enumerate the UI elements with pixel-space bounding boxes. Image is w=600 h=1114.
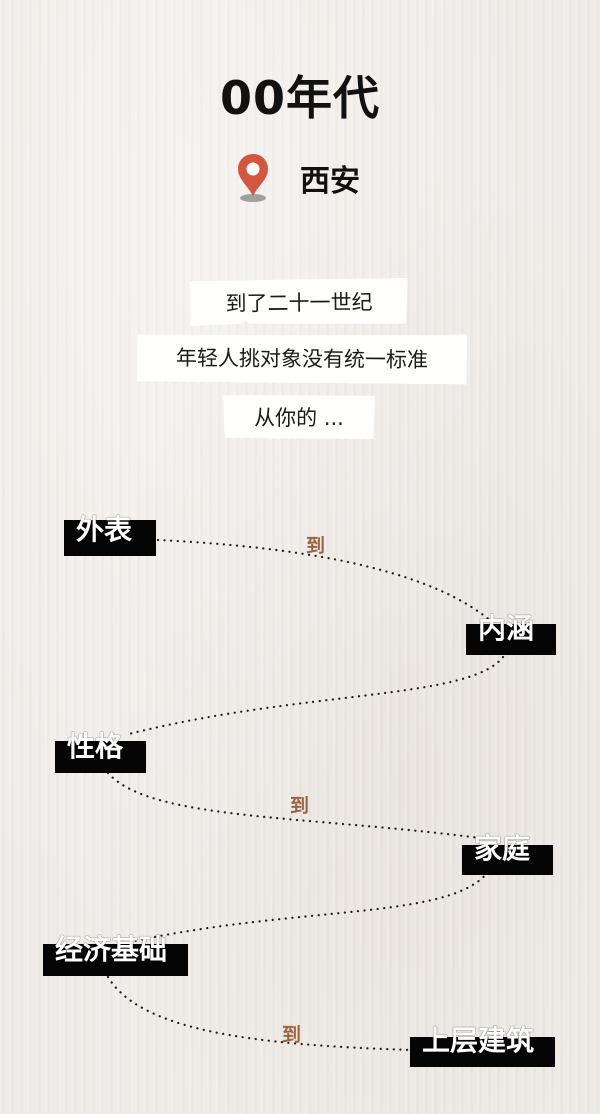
intro-line: 从你的 ...	[254, 406, 344, 430]
connector-label: 到	[282, 1024, 302, 1046]
page-title: 00年代	[219, 71, 380, 125]
step-tag-inner-quality: 内涵	[466, 615, 556, 655]
step-tag-appearance: 外表	[64, 516, 156, 556]
location-row: 西安	[236, 152, 360, 204]
step-tag-personality: 性格	[55, 733, 146, 773]
step-tag-economic-base: 经济基础	[43, 936, 188, 976]
intro-strip-3: 从你的 ...	[223, 395, 375, 439]
step-tag-family: 家庭	[462, 835, 553, 875]
connector-label: 到	[290, 795, 310, 817]
location-label: 西安	[300, 164, 360, 199]
map-pin-icon	[236, 152, 270, 204]
connector-label: 到	[306, 535, 326, 557]
step-tag-superstructure: 上层建筑	[410, 1027, 555, 1067]
